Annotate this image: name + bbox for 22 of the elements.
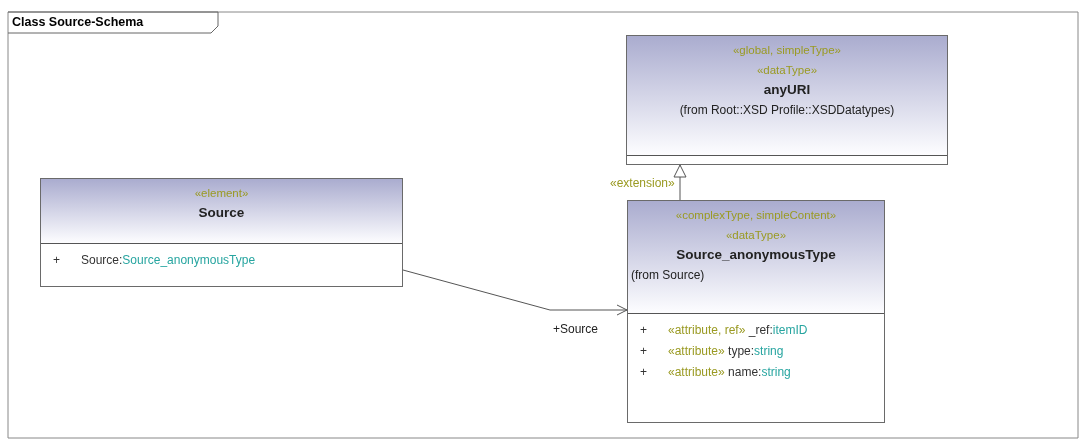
class-name: anyURI [762,81,812,99]
attribute-row-text: + «attribute» name:string [639,364,791,381]
stereotype: Source [197,204,246,222]
stereotype: «element» [193,186,250,201]
attribute-row-text: + «attribute» type:string [639,343,784,360]
namespace-note: (from Root::XSD Profile::XSDDatatypes) [678,102,896,119]
attribute-row-text: + «attribute, ref» _ref:itemID [639,322,808,339]
stereotype: «dataType» [724,228,788,243]
class-box [626,35,948,165]
stereotype: «dataType» [755,63,819,78]
association-arrow [402,269,628,316]
frame-title: Class Source-Schema [12,15,144,29]
class-name: Source_anonymousType [675,246,837,264]
generalization-arrow [673,164,687,201]
stereotype: «global, simpleType» [731,43,842,58]
class-box [40,178,403,287]
edge-label: «extension» [610,176,675,190]
class-box [627,200,885,423]
namespace-note: (from Source) [630,267,706,284]
stereotype: «complexType, simpleContent» [674,208,838,223]
edge-label: +Source [553,322,599,336]
attribute-row-text: + Source:Source_anonymousType [52,252,256,269]
